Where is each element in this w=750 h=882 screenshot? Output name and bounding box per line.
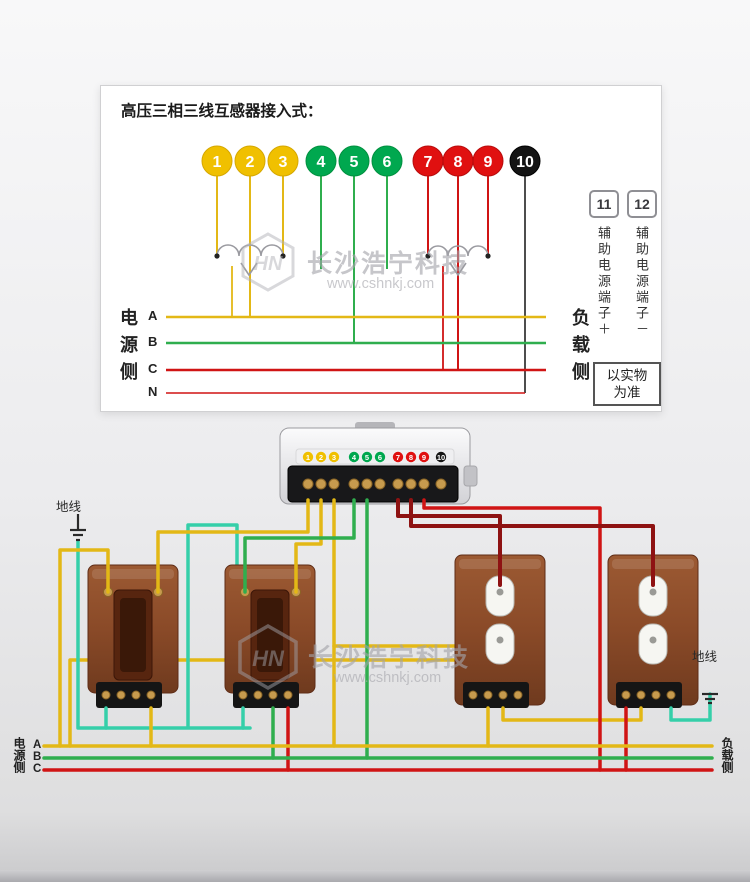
svg-text:1: 1	[306, 453, 310, 462]
note-line1: 以实物	[606, 368, 648, 383]
ground-right-label: 地线	[692, 650, 718, 664]
note-line2: 为准	[613, 385, 641, 400]
pt2	[607, 554, 699, 708]
pt-primary-wires	[396, 498, 655, 587]
schematic-leads	[216, 176, 526, 393]
ct2	[224, 564, 316, 708]
ground-symbol-left	[70, 514, 86, 542]
ground-wires	[76, 540, 712, 730]
phase-label-a: A	[148, 308, 158, 323]
note-box: 以实物 为准	[593, 362, 661, 406]
svg-text:6: 6	[383, 154, 392, 171]
phase-b-wires	[243, 498, 369, 760]
junction-dots	[214, 253, 491, 259]
meter-terminal-numbers: 1 2 3 4 5 6 7 8 9 10	[302, 451, 447, 463]
aux-terminal-12-label: 辅助电源端子－	[634, 226, 649, 338]
ct1	[87, 564, 179, 708]
svg-text:HN: HN	[252, 646, 285, 671]
schematic-panel: 高压三相三线互感器接入式：	[100, 85, 662, 412]
watermark-logo-icon-bottom: HN	[238, 624, 298, 690]
watermark-url: www.cshnkj.com	[327, 276, 435, 292]
bottom-load-side-label: 负载侧	[720, 737, 734, 773]
phase-lines	[166, 315, 546, 394]
svg-text:5: 5	[350, 154, 359, 171]
bottom-source-side-label: 电源侧	[12, 737, 26, 773]
svg-text:7: 7	[424, 154, 433, 171]
svg-text:4: 4	[352, 453, 357, 462]
ground-symbol-right	[702, 692, 718, 705]
phase-label-b: B	[148, 334, 158, 349]
watermark-logo-icon: HN	[241, 232, 295, 292]
watermark-name-bottom: 长沙浩宁科技	[308, 644, 471, 672]
bottom-phase-a: A	[33, 739, 42, 751]
meter: 1 2 3 4 5 6 7 8 9 10	[279, 422, 478, 505]
svg-text:3: 3	[332, 453, 336, 462]
svg-text:HN: HN	[254, 253, 283, 275]
bottom-phase-c: C	[33, 763, 42, 775]
aux-terminal-12-box: 12	[627, 190, 657, 218]
svg-text:9: 9	[484, 154, 493, 171]
terminal-circles: 1 2 3 4 5 6 7 8 9 10	[201, 145, 541, 177]
svg-text:10: 10	[516, 154, 534, 171]
svg-text:1: 1	[213, 154, 222, 171]
svg-text:8: 8	[454, 154, 463, 171]
source-side-label: 电源侧	[118, 308, 138, 389]
schematic-title: 高压三相三线互感器接入式：	[121, 103, 323, 120]
schematic-svg: 1 2 3 4 5 6 7 8 9 10	[166, 145, 546, 394]
svg-text:7: 7	[396, 453, 400, 462]
svg-text:6: 6	[378, 453, 382, 462]
phase-a-wires	[58, 498, 643, 748]
svg-text:3: 3	[279, 154, 288, 171]
phase-label-n: N	[148, 384, 158, 399]
aux-terminal-11-label: 辅助电源端子＋	[596, 226, 611, 338]
svg-text:2: 2	[319, 453, 323, 462]
svg-text:8: 8	[409, 453, 413, 462]
bottom-phase-lines	[42, 744, 714, 772]
svg-text:5: 5	[365, 453, 369, 462]
svg-text:9: 9	[422, 453, 426, 462]
svg-text:10: 10	[437, 453, 445, 462]
watermark-url-bottom: www.cshnkj.com	[334, 670, 442, 686]
pt1	[454, 554, 546, 708]
svg-text:2: 2	[246, 154, 255, 171]
ground-left-label: 地线	[56, 500, 82, 514]
footer-bar	[0, 870, 750, 882]
phase-label-c: C	[148, 361, 158, 376]
meter-terminal-screws	[302, 478, 447, 490]
meter-terminal-strip	[287, 465, 459, 503]
svg-text:4: 4	[317, 154, 326, 171]
bottom-phase-b: B	[33, 751, 42, 763]
aux-terminal-11-box: 11	[589, 190, 619, 218]
load-side-label: 负载侧	[570, 308, 590, 389]
watermark-name: 长沙浩宁科技	[307, 250, 470, 278]
